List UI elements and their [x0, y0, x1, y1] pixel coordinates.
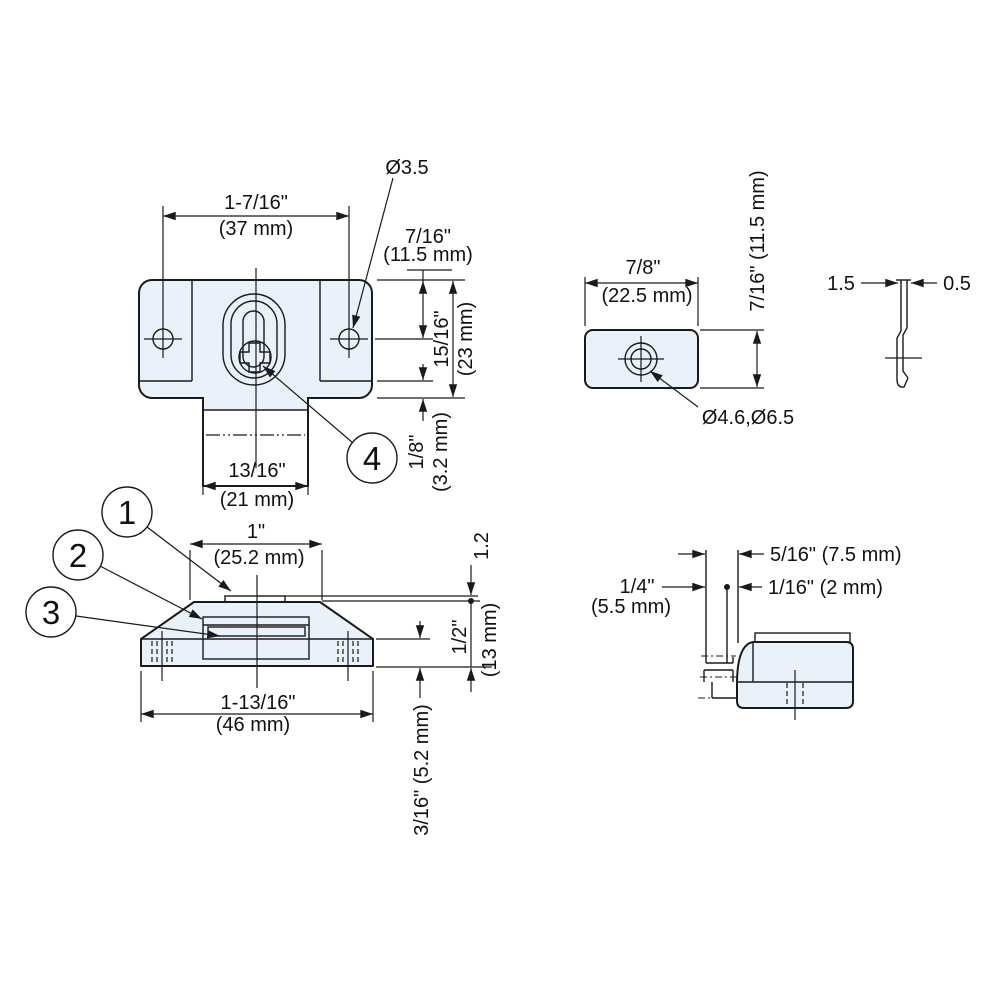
- side-view: 1" (25.2 mm) 1.2 1/2" (13 mm) 3/16" (5.2…: [25, 486, 501, 836]
- callout-2-label: 2: [69, 537, 87, 574]
- mounted-plate-section: [698, 550, 739, 699]
- side-hidden-hole-lines: [151, 641, 359, 665]
- dim-mounted-inset-inch: 1/4": [620, 576, 655, 598]
- dim-mounted-offset: 5/16" (7.5 mm): [770, 544, 902, 566]
- strike-plate-dimensions: 7/8" (22.5 mm) 7/16" (11.5 mm) Ø4.6,Ø6.5: [584, 170, 794, 429]
- callout-1-label: 1: [118, 494, 136, 531]
- dim-side-height-mm: (13 mm): [479, 603, 501, 677]
- hole-dia-leader-arrow: [352, 177, 394, 329]
- dim-side-lip: 1.2: [471, 532, 493, 560]
- front-screw-holes: [144, 206, 368, 358]
- phillips-cross-icon: [239, 342, 271, 373]
- dim-front-tab-inch: 13/16": [228, 460, 285, 482]
- dim-side-top-mm: (25.2 mm): [213, 547, 304, 569]
- front-dimensions: 1-7/16" (37 mm) Ø3.5 7/16" (11.5 mm) 15/…: [162, 157, 477, 511]
- adjust-screw: [238, 340, 272, 374]
- front-body-steps: [139, 280, 372, 382]
- dim-plate-width-mm: (22.5 mm): [601, 285, 692, 307]
- dim-front-edge-mm: (11.5 mm): [383, 244, 473, 266]
- dim-plate-width-inch: 7/8": [626, 257, 661, 279]
- callout-1-leader-arrow: [146, 526, 232, 592]
- dim-plate-bend: 1.5: [827, 273, 855, 295]
- dim-side-height-inch: 1/2": [449, 620, 471, 655]
- mounted-dimensions: 5/16" (7.5 mm) 1/16" (2 mm) 1/4" (5.5 mm…: [591, 544, 902, 618]
- plate-holes-leader-arrow: [649, 370, 699, 408]
- callout-2-leader-arrow: [99, 565, 203, 620]
- callout-2: 2: [52, 529, 203, 620]
- dim-side-base-mm: (46 mm): [216, 714, 290, 736]
- dim-side-depth: 3/16" (5.2 mm): [411, 704, 433, 836]
- dim-plate-thickness: 0.5: [943, 273, 971, 295]
- dim-front-step-inch: 1/8": [406, 435, 428, 470]
- dim-front-height-inch: 15/16": [431, 310, 453, 367]
- side-dimensions: 1" (25.2 mm) 1.2 1/2" (13 mm) 3/16" (5.2…: [140, 521, 501, 836]
- dim-mounted-inset-mm: (5.5 mm): [591, 596, 671, 618]
- strike-plate-side-view: 1.5 0.5: [827, 273, 971, 388]
- plate-profile-outer: [896, 280, 909, 388]
- dim-front-step-mm: (3.2 mm): [430, 412, 452, 492]
- callout-4-leader-arrow: [262, 365, 354, 444]
- callout-1: 1: [101, 486, 232, 592]
- strike-plate-front-view: 7/8" (22.5 mm) 7/16" (11.5 mm) Ø4.6,Ø6.5: [584, 170, 794, 429]
- dim-front-tab-mm: (21 mm): [220, 489, 294, 511]
- dim-front-edge-inch: 7/16": [405, 226, 451, 248]
- dim-front-width-inch: 1-7/16": [224, 192, 288, 214]
- dim-front-hole-dia: Ø3.5: [385, 157, 428, 179]
- dim-side-top-inch: 1": [247, 521, 265, 543]
- side-slot: [202, 616, 310, 660]
- callout-3-label: 3: [42, 594, 60, 631]
- mounted-lip: [754, 632, 851, 643]
- dim-front-height-mm: (23 mm): [455, 302, 477, 376]
- dim-mounted-gap: 1/16" (2 mm): [768, 577, 883, 599]
- dim-front-width-mm: (37 mm): [219, 218, 293, 240]
- front-oval-recess: [222, 293, 286, 386]
- callout-3-leader-arrow: [75, 615, 221, 639]
- dim-plate-hole-dias: Ø4.6,Ø6.5: [702, 407, 794, 429]
- dim-plate-height: 7/16" (11.5 mm): [747, 170, 769, 311]
- callout-3: 3: [25, 586, 221, 639]
- callout-4-label: 4: [363, 440, 381, 477]
- side-lip: [224, 595, 286, 603]
- plate-profile-inner: [902, 280, 909, 379]
- front-view: 1-7/16" (37 mm) Ø3.5 7/16" (11.5 mm) 15/…: [138, 157, 477, 511]
- dim-side-base-inch: 1-13/16": [221, 692, 296, 714]
- mounted-side-view: 5/16" (7.5 mm) 1/16" (2 mm) 1/4" (5.5 mm…: [591, 544, 902, 720]
- callout-4: 4: [262, 365, 398, 484]
